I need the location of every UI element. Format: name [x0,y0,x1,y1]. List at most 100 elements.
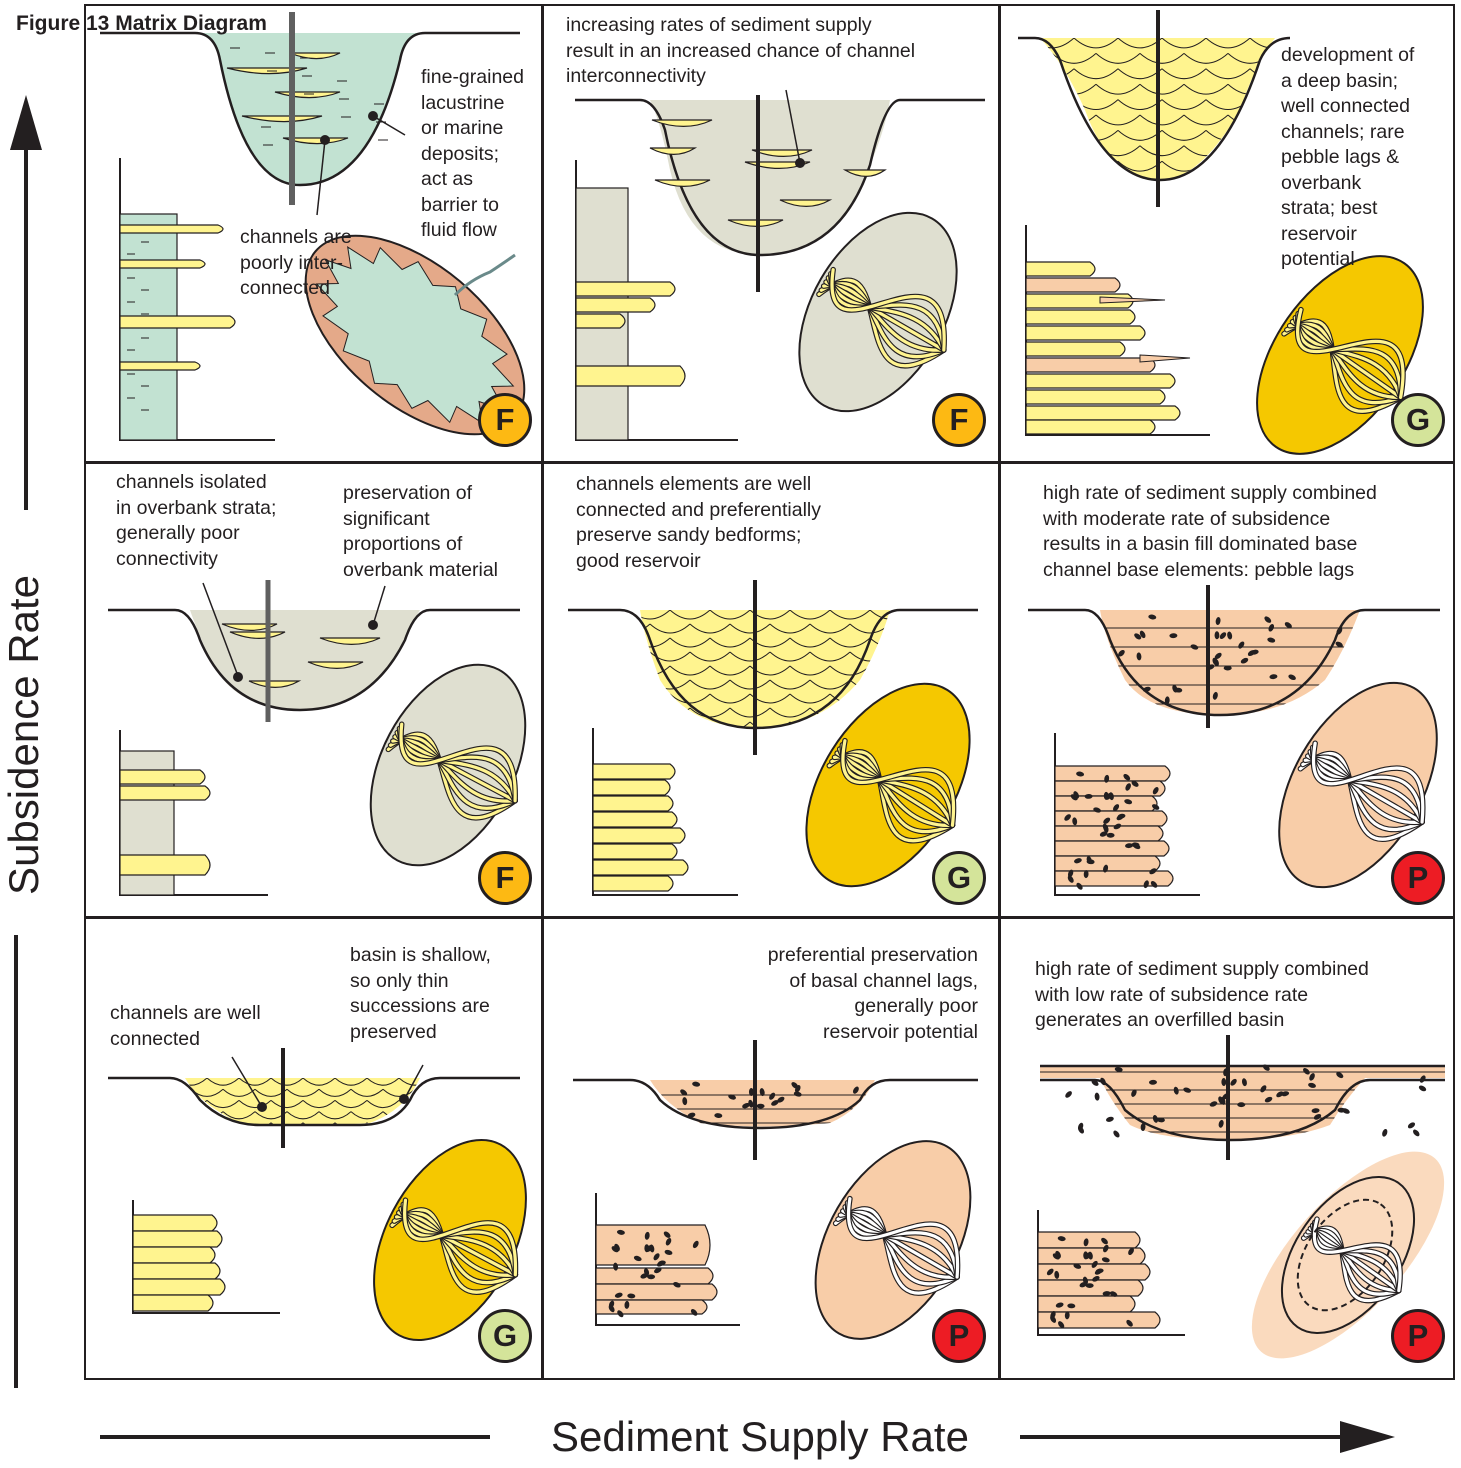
sandy-basin-scallops-arc [610,708,650,717]
sand-bed [593,796,673,811]
pebble-bed [596,1225,710,1265]
sandy-basin-scallops-arc [630,722,670,731]
sandy-basin-scallops-arc [890,652,930,661]
pebble [1418,1084,1427,1092]
sandy-basin-scallops-arc [610,652,650,661]
pebble-bed [1055,841,1169,856]
sand-bed [593,764,675,779]
deep-basin-scallops-arc [1052,177,1096,187]
deep-basin-scallops-arc [1030,161,1074,171]
deep-basin-scallops-arc [1206,161,1250,171]
deep-basin-scallops-arc [1030,130,1074,140]
sand-bed [1026,342,1125,356]
deep-basin-scallops-arc [1228,177,1272,187]
rating-badge: G [478,1309,532,1363]
pebble-bed [1055,766,1170,781]
shallow-basin-scallops-arc [415,1112,447,1119]
deep-basin-scallops-arc [1074,161,1118,171]
leader-dot [368,620,378,630]
pebble-bed [1038,1232,1140,1248]
sand-bed [1026,358,1155,372]
sand-bed [120,316,235,328]
sand-bed [593,876,673,891]
pebble-bed [1055,811,1167,826]
rating-badge: F [932,393,986,447]
sand-bed [120,225,223,233]
leader-dot [795,158,805,168]
rating-badge: F [478,393,532,447]
note-overbank-preservation: preservation of significant proportions … [343,481,498,583]
pebble [1094,1092,1100,1100]
sand-bed [593,780,670,795]
deep-basin-scallops-arc [1228,146,1272,156]
pebble [1412,1128,1421,1137]
pebble [1407,1121,1416,1129]
sand-bed [576,314,625,328]
sand-bed [1026,390,1165,404]
x-axis-arrowhead [1340,1421,1395,1453]
sandy-basin-scallops-arc [630,694,670,703]
shallow-basin-scallops-arc [399,1123,431,1130]
pebble [1237,1102,1245,1107]
sand-bed [1026,374,1175,388]
sand-bed [120,260,205,268]
deep-basin-scallops-arc [1030,100,1074,110]
sand-bed [120,362,200,370]
sand-bed [133,1295,213,1311]
deep-basin-scallops-arc [1008,115,1052,125]
note-basal-channel-lags: preferential preservation of basal chann… [700,943,978,1045]
note-channels-poorly-connected: channels are poorly inter- connected [240,225,352,302]
deep-basin-scallops-arc [1184,177,1228,187]
pebble-bed [596,1284,717,1300]
y-axis-arrowhead [10,95,42,150]
pebble [1112,1129,1121,1138]
sand-bed [133,1215,217,1231]
pebble [1064,1090,1073,1099]
rating-badge: G [1391,393,1445,447]
sand-bed [120,855,210,875]
pebble [757,1104,765,1109]
deep-basin-scallops-arc [1008,177,1052,187]
shallow-basin-scallops-arc [159,1112,191,1119]
pebble [1381,1128,1388,1137]
leader-dot [233,672,243,682]
sand-bed [133,1263,220,1279]
pebble [672,1115,679,1124]
rating-badge: P [1391,851,1445,905]
sandy-basin-scallops-arc [790,722,830,731]
note-increasing-supply: increasing rates of sediment supply resu… [566,13,915,90]
sand-bed [576,366,685,386]
pebble [672,1117,680,1126]
deep-basin-scallops-arc [1008,84,1052,94]
leader-dot [257,1102,267,1112]
sandy-basin-scallops-arc [670,722,710,731]
deep-basin-scallops-arc [1096,177,1140,187]
sand-bed [120,786,210,800]
pebble [1125,700,1133,709]
sandy-basin-scallops-arc [610,680,650,689]
pebble [1224,666,1232,671]
pebble [1105,1116,1114,1123]
sand-bed [593,860,688,875]
note-overfilled-basin: high rate of sediment supply combined wi… [1035,957,1369,1034]
pebble-bed [1038,1280,1143,1296]
note-well-connected-sandy: channels elements are well connected and… [576,472,821,574]
note-channels-isolated: channels isolated in overbank strata; ge… [116,470,276,572]
sand-bed [120,770,205,784]
note-moderate-subsidence: high rate of sediment supply combined wi… [1043,481,1377,583]
note-shallow-basin: basin is shallow, so only thin successio… [350,943,491,1045]
deep-basin-scallops-arc [1052,146,1096,156]
sand-bed [133,1247,215,1263]
sand-bed [1026,406,1180,420]
pebble-bed [1038,1312,1160,1328]
channel-belt [343,1115,566,1371]
note-channels-well-connected: channels are well connected [110,1001,261,1052]
sand-bed [1026,420,1155,434]
pebble [1147,706,1156,715]
pebble-lag-wedge [1140,355,1190,362]
pebble [1312,704,1319,713]
sand-bed [576,282,675,296]
pebble [1125,695,1132,704]
